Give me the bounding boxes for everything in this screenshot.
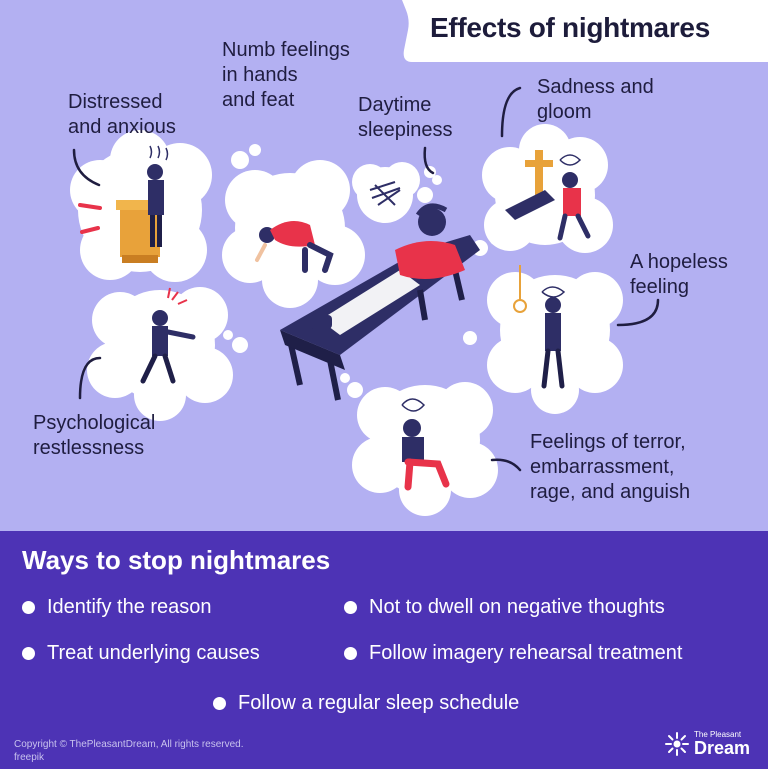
- terror-figure: [401, 398, 450, 491]
- way-item-label: Follow imagery rehearsal treatment: [369, 642, 683, 664]
- bullet-icon: [213, 697, 226, 710]
- brand-big-text: Dream: [694, 738, 751, 758]
- effect-label-psychological: Psychological restlessness: [33, 412, 156, 459]
- ways-title: Ways to stop nightmares: [22, 545, 331, 575]
- bullet-icon: [22, 601, 35, 614]
- crouching-figure: [255, 221, 334, 273]
- title-tab: [402, 0, 768, 62]
- way-item-label: Identify the reason: [47, 596, 212, 618]
- effect-label-sadness: Sadness and gloom: [537, 76, 654, 123]
- way-item-label: Not to dwell on negative thoughts: [369, 596, 665, 618]
- restless-figure: [140, 287, 196, 384]
- effects-section: Effects of nightmares Numb feelings in h…: [33, 0, 768, 516]
- bullet-icon: [22, 647, 35, 660]
- thought-cloud-terror: [352, 382, 498, 516]
- effect-label-hopeless: A hopeless feeling: [630, 251, 728, 298]
- way-item-label: Treat underlying causes: [47, 642, 260, 664]
- bullet-icon: [344, 647, 357, 660]
- copyright-text: Copyright © ThePleasantDream, All rights…: [14, 739, 244, 763]
- effect-label-daytime: Daytime sleepiness: [358, 94, 453, 141]
- thought-cloud-sadness: [482, 124, 613, 253]
- nightmare-illustration: [70, 86, 660, 516]
- way-item: Follow a regular sleep schedule: [213, 692, 519, 715]
- connector-lines: [72, 86, 660, 472]
- effect-label-terror: Feelings of terror, embarrassment, rage,…: [530, 431, 691, 503]
- hopeless-figure: [513, 265, 566, 389]
- brand-logo: The Pleasant Dream: [664, 730, 750, 758]
- grave-figure: [505, 150, 591, 241]
- brand-small-text: The Pleasant: [694, 730, 742, 739]
- reclining-figure: [310, 203, 465, 335]
- way-item: Not to dwell on negative thoughts: [344, 596, 665, 619]
- brand-text: The Pleasant Dream: [694, 730, 750, 758]
- bullet-icon: [344, 601, 357, 614]
- way-item: Follow imagery rehearsal treatment: [344, 642, 682, 665]
- way-item-label: Follow a regular sleep schedule: [238, 692, 520, 714]
- scribble-thought: [369, 181, 401, 206]
- effect-label-numb: Numb feelings in hands and feat: [222, 39, 350, 111]
- dream-logo-icon: [665, 732, 689, 756]
- effect-label-distressed: Distressed and anxious: [68, 91, 176, 138]
- speaker-figure: [78, 145, 169, 263]
- way-item: Identify the reason: [22, 596, 212, 619]
- way-item: Treat underlying causes: [22, 642, 260, 665]
- page-title: Effects of nightmares: [430, 12, 710, 43]
- ways-section: Ways to stop nightmares Identify the rea…: [0, 531, 768, 769]
